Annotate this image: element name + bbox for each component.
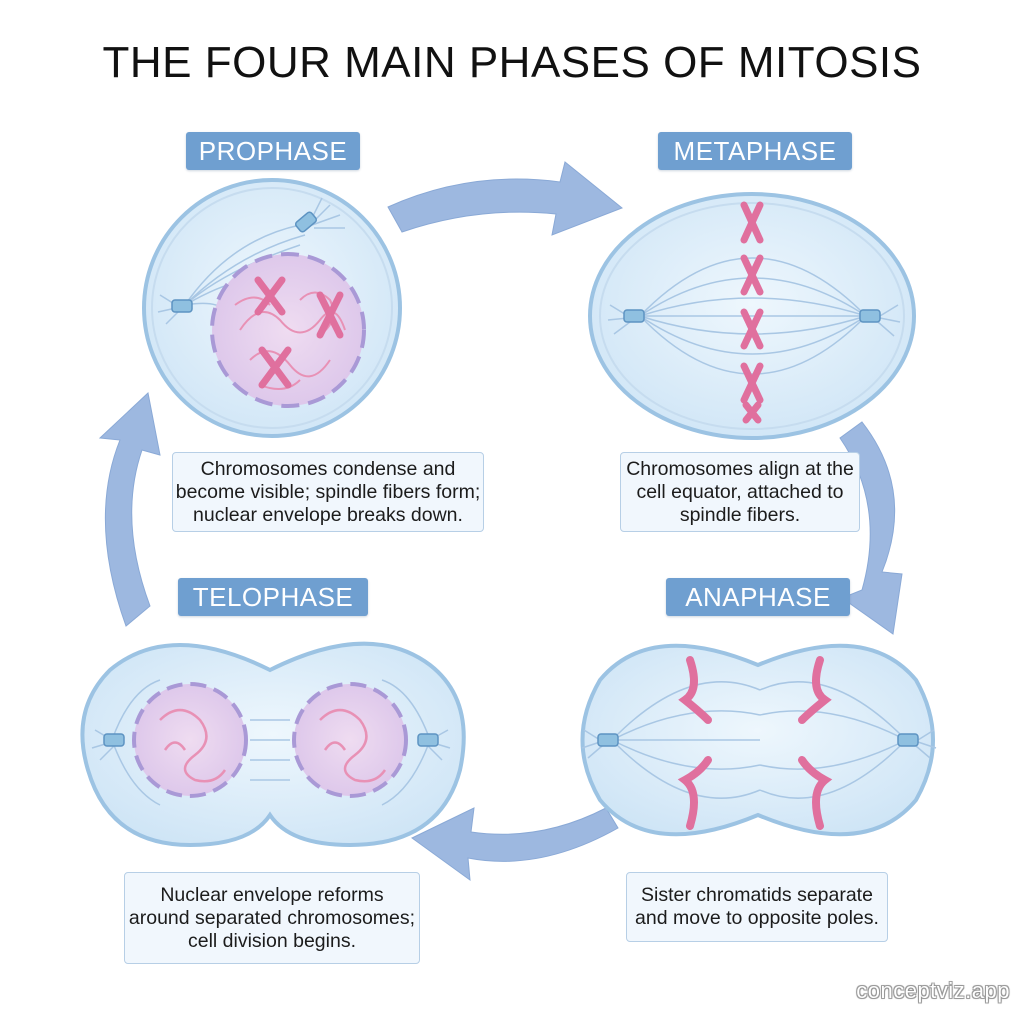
cycle-arrows: [98, 161, 903, 882]
telophase-nucleus-left: [132, 682, 248, 798]
metaphase-label: METAPHASE: [658, 132, 852, 170]
anaphase-cell: [580, 643, 937, 837]
prophase-centrosome-top: [294, 211, 318, 233]
arrow-metaphase-to-anaphase: [839, 421, 903, 635]
telophase-chromatin: [159, 708, 387, 783]
prophase-description-text: Chromosomes condense and become visible;…: [175, 457, 481, 526]
prophase-centrosome-left: [171, 299, 193, 313]
prophase-cell: [142, 178, 402, 438]
telophase-label: TELOPHASE: [178, 578, 368, 616]
diagram-title: THE FOUR MAIN PHASES OF MITOSIS: [102, 38, 922, 87]
metaphase-centrosome-left: [623, 309, 645, 323]
arrow-prophase-to-metaphase: [387, 161, 623, 236]
prophase-label: PROPHASE: [186, 132, 360, 170]
telophase-spindle-fibers: [91, 679, 451, 806]
arrow-telophase-to-prophase: [98, 392, 161, 627]
watermark: conceptviz.app: [856, 978, 1010, 1003]
anaphase-centrosome-right: [897, 733, 919, 747]
telophase-cell: [80, 641, 466, 848]
metaphase-chromosomes: [740, 201, 764, 424]
anaphase-spindle-fibers: [581, 681, 937, 799]
anaphase-chromatids: [677, 656, 833, 830]
prophase-description: Chromosomes condense and become visible;…: [172, 452, 484, 532]
telophase-nucleus-right: [292, 682, 408, 798]
anaphase-description: Sister chromatids separate and move to o…: [626, 872, 888, 942]
anaphase-description-text: Sister chromatids separate and move to o…: [635, 884, 879, 929]
anaphase-label: ANAPHASE: [666, 578, 850, 616]
metaphase-cell: [588, 192, 916, 440]
metaphase-centrosome-right: [859, 309, 881, 323]
metaphase-description-text: Chromosomes align at the cell equator, a…: [626, 457, 854, 526]
anaphase-centrosome-left: [597, 733, 619, 747]
telophase-centrosome-right: [417, 733, 439, 747]
telophase-centrosome-left: [103, 733, 125, 747]
metaphase-description: Chromosomes align at the cell equator, a…: [620, 452, 860, 532]
telophase-description: Nuclear envelope reforms around separate…: [124, 872, 420, 964]
telophase-description-text: Nuclear envelope reforms around separate…: [128, 883, 416, 952]
prophase-nucleus: [210, 252, 366, 408]
arrow-anaphase-to-telophase: [411, 807, 619, 882]
prophase-chromosomes: [254, 276, 344, 389]
